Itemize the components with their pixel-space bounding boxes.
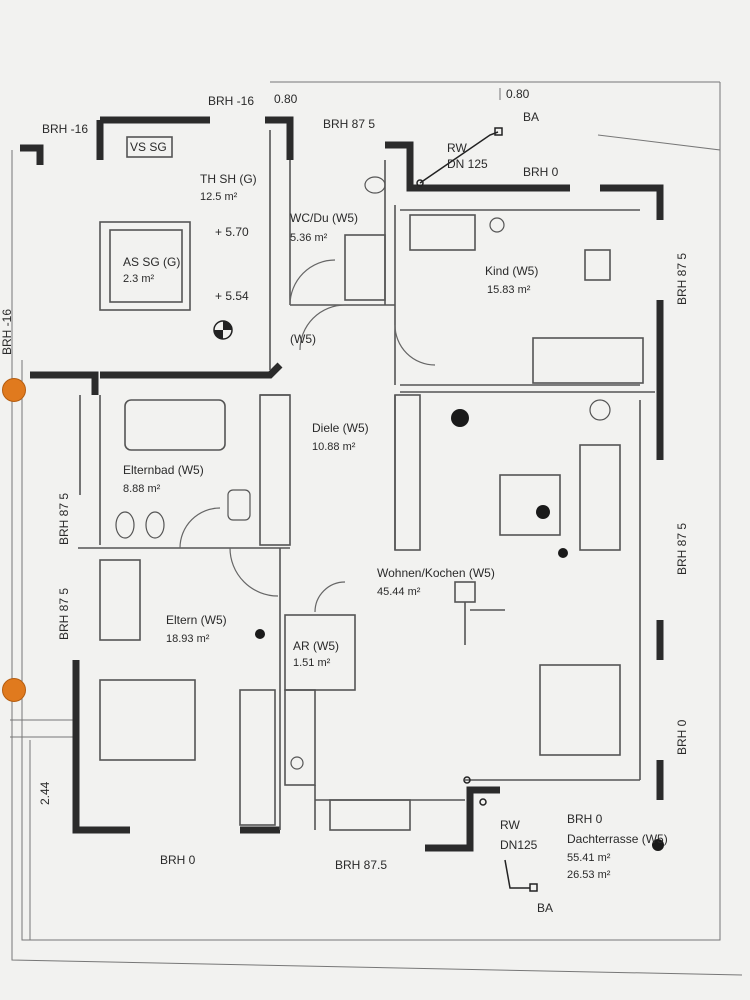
- brh-top-left: BRH -16: [42, 122, 88, 136]
- drain-lines: [416, 127, 538, 892]
- drain-ba-bottom: BA: [537, 901, 553, 915]
- room-area-elternbad: 8.88 m²: [123, 483, 161, 495]
- room-name-kind: Kind (W5): [485, 264, 538, 278]
- site-boundary: [10, 81, 743, 976]
- room-name-diele: Diele (W5): [312, 421, 369, 435]
- room-area-wohnen: 45.44 m²: [377, 586, 421, 598]
- drain-dn-bottom: DN125: [500, 838, 538, 852]
- dimension-left: 2.44: [38, 781, 52, 805]
- walls: [20, 116, 664, 852]
- brh-left-875-b: BRH 87 5: [57, 588, 71, 640]
- level-upper: + 5.70: [215, 225, 249, 239]
- room-name-wohnen: Wohnen/Kochen (W5): [377, 566, 495, 580]
- drain-rw-top: RW: [447, 141, 467, 155]
- level-lower: + 5.54: [215, 289, 249, 303]
- room-area-diele: 10.88 m²: [312, 441, 356, 453]
- drain-ba-top: BA: [523, 110, 539, 124]
- plant-marks: [255, 409, 664, 851]
- room-name-as-sg: AS SG (G): [123, 255, 180, 269]
- room-name-ar: AR (W5): [293, 639, 339, 653]
- room-area-dachterrasse: 55.41 m²: [567, 852, 611, 864]
- room-area-kind: 15.83 m²: [487, 284, 531, 296]
- brh-top-right-dim: 0.80: [506, 87, 530, 101]
- room-name-vs-sg: VS SG: [130, 140, 167, 154]
- drain-rw-bottom: RW: [500, 818, 520, 832]
- room-area-wc-du: 5.36 m²: [290, 232, 328, 244]
- room-area-th-sh: 12.5 m²: [200, 191, 238, 203]
- room-area-ar: 1.51 m²: [293, 657, 331, 669]
- drain-dn-top: DN 125: [447, 157, 488, 171]
- room-area2-dachterrasse: 26.53 m²: [567, 869, 611, 881]
- brh-bottom-0: BRH 0: [160, 853, 196, 867]
- room-name-eltern: Eltern (W5): [166, 613, 227, 627]
- brh-top-mid: BRH -16: [208, 94, 254, 108]
- brh-right-875-a: BRH 87 5: [675, 253, 689, 305]
- room-name-wc-du: WC/Du (W5): [290, 211, 358, 225]
- brh-left-side: BRH -16: [0, 309, 14, 355]
- brh-top-875: BRH 87 5: [323, 117, 375, 131]
- door-swings: [179, 259, 436, 613]
- brh-terrace-0: BRH 0: [567, 812, 603, 826]
- room-name-th-sh: TH SH (G): [200, 172, 257, 186]
- interior-lines: [78, 130, 655, 831]
- room-name-diele-door: (W5): [290, 332, 316, 346]
- brh-left-875-a: BRH 87 5: [57, 493, 71, 545]
- level-marker-icon: [213, 320, 233, 340]
- fixtures: [115, 176, 611, 770]
- brh-top-mid-dim: 0.80: [274, 92, 298, 106]
- room-name-elternbad: Elternbad (W5): [123, 463, 204, 477]
- binder-hole-top: [2, 378, 26, 402]
- brh-top-0: BRH 0: [523, 165, 559, 179]
- room-area-as-sg: 2.3 m²: [123, 273, 155, 285]
- brh-right-0: BRH 0: [675, 719, 689, 755]
- brh-bottom-875: BRH 87.5: [335, 858, 387, 872]
- room-area-eltern: 18.93 m²: [166, 633, 210, 645]
- binder-hole-bottom: [2, 678, 26, 702]
- room-name-dachterrasse: Dachterrasse (W5): [567, 832, 668, 846]
- brh-right-875-b: BRH 87 5: [675, 523, 689, 575]
